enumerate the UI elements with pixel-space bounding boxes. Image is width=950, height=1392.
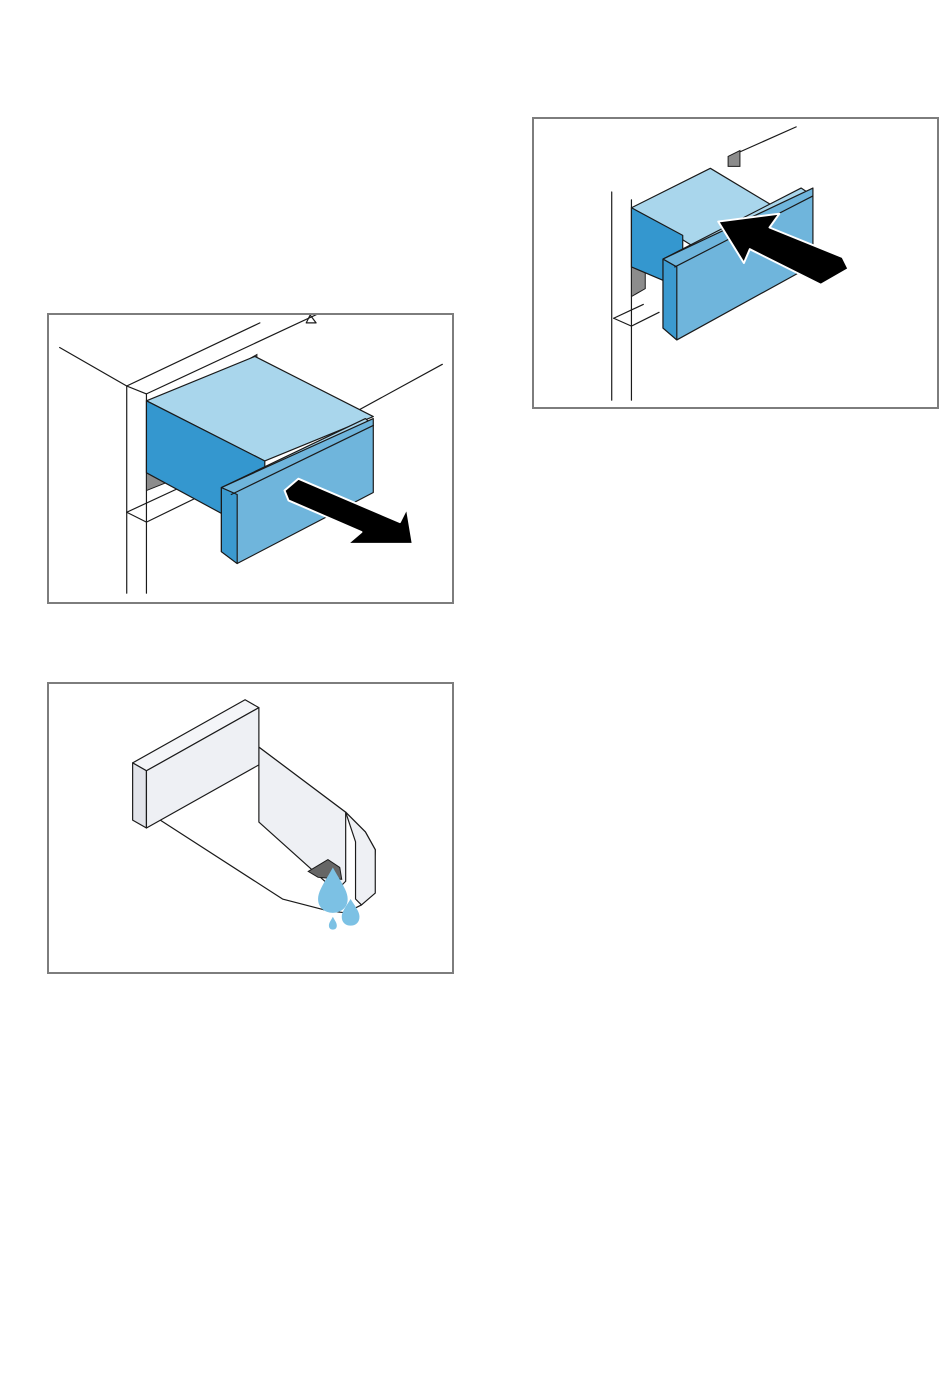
pull-out-drawer-illustration (49, 315, 452, 602)
figure-drain-drawer (47, 682, 454, 974)
drain-drawer-illustration (49, 684, 452, 972)
figure-push-in-drawer (532, 117, 939, 409)
figure-pull-out-drawer (47, 313, 454, 604)
push-in-drawer-illustration (534, 119, 937, 407)
tray-front (133, 763, 147, 828)
drawer-front-side (663, 259, 677, 340)
drawer-front-side (221, 488, 237, 564)
detergent-drawer-icon (146, 356, 373, 563)
